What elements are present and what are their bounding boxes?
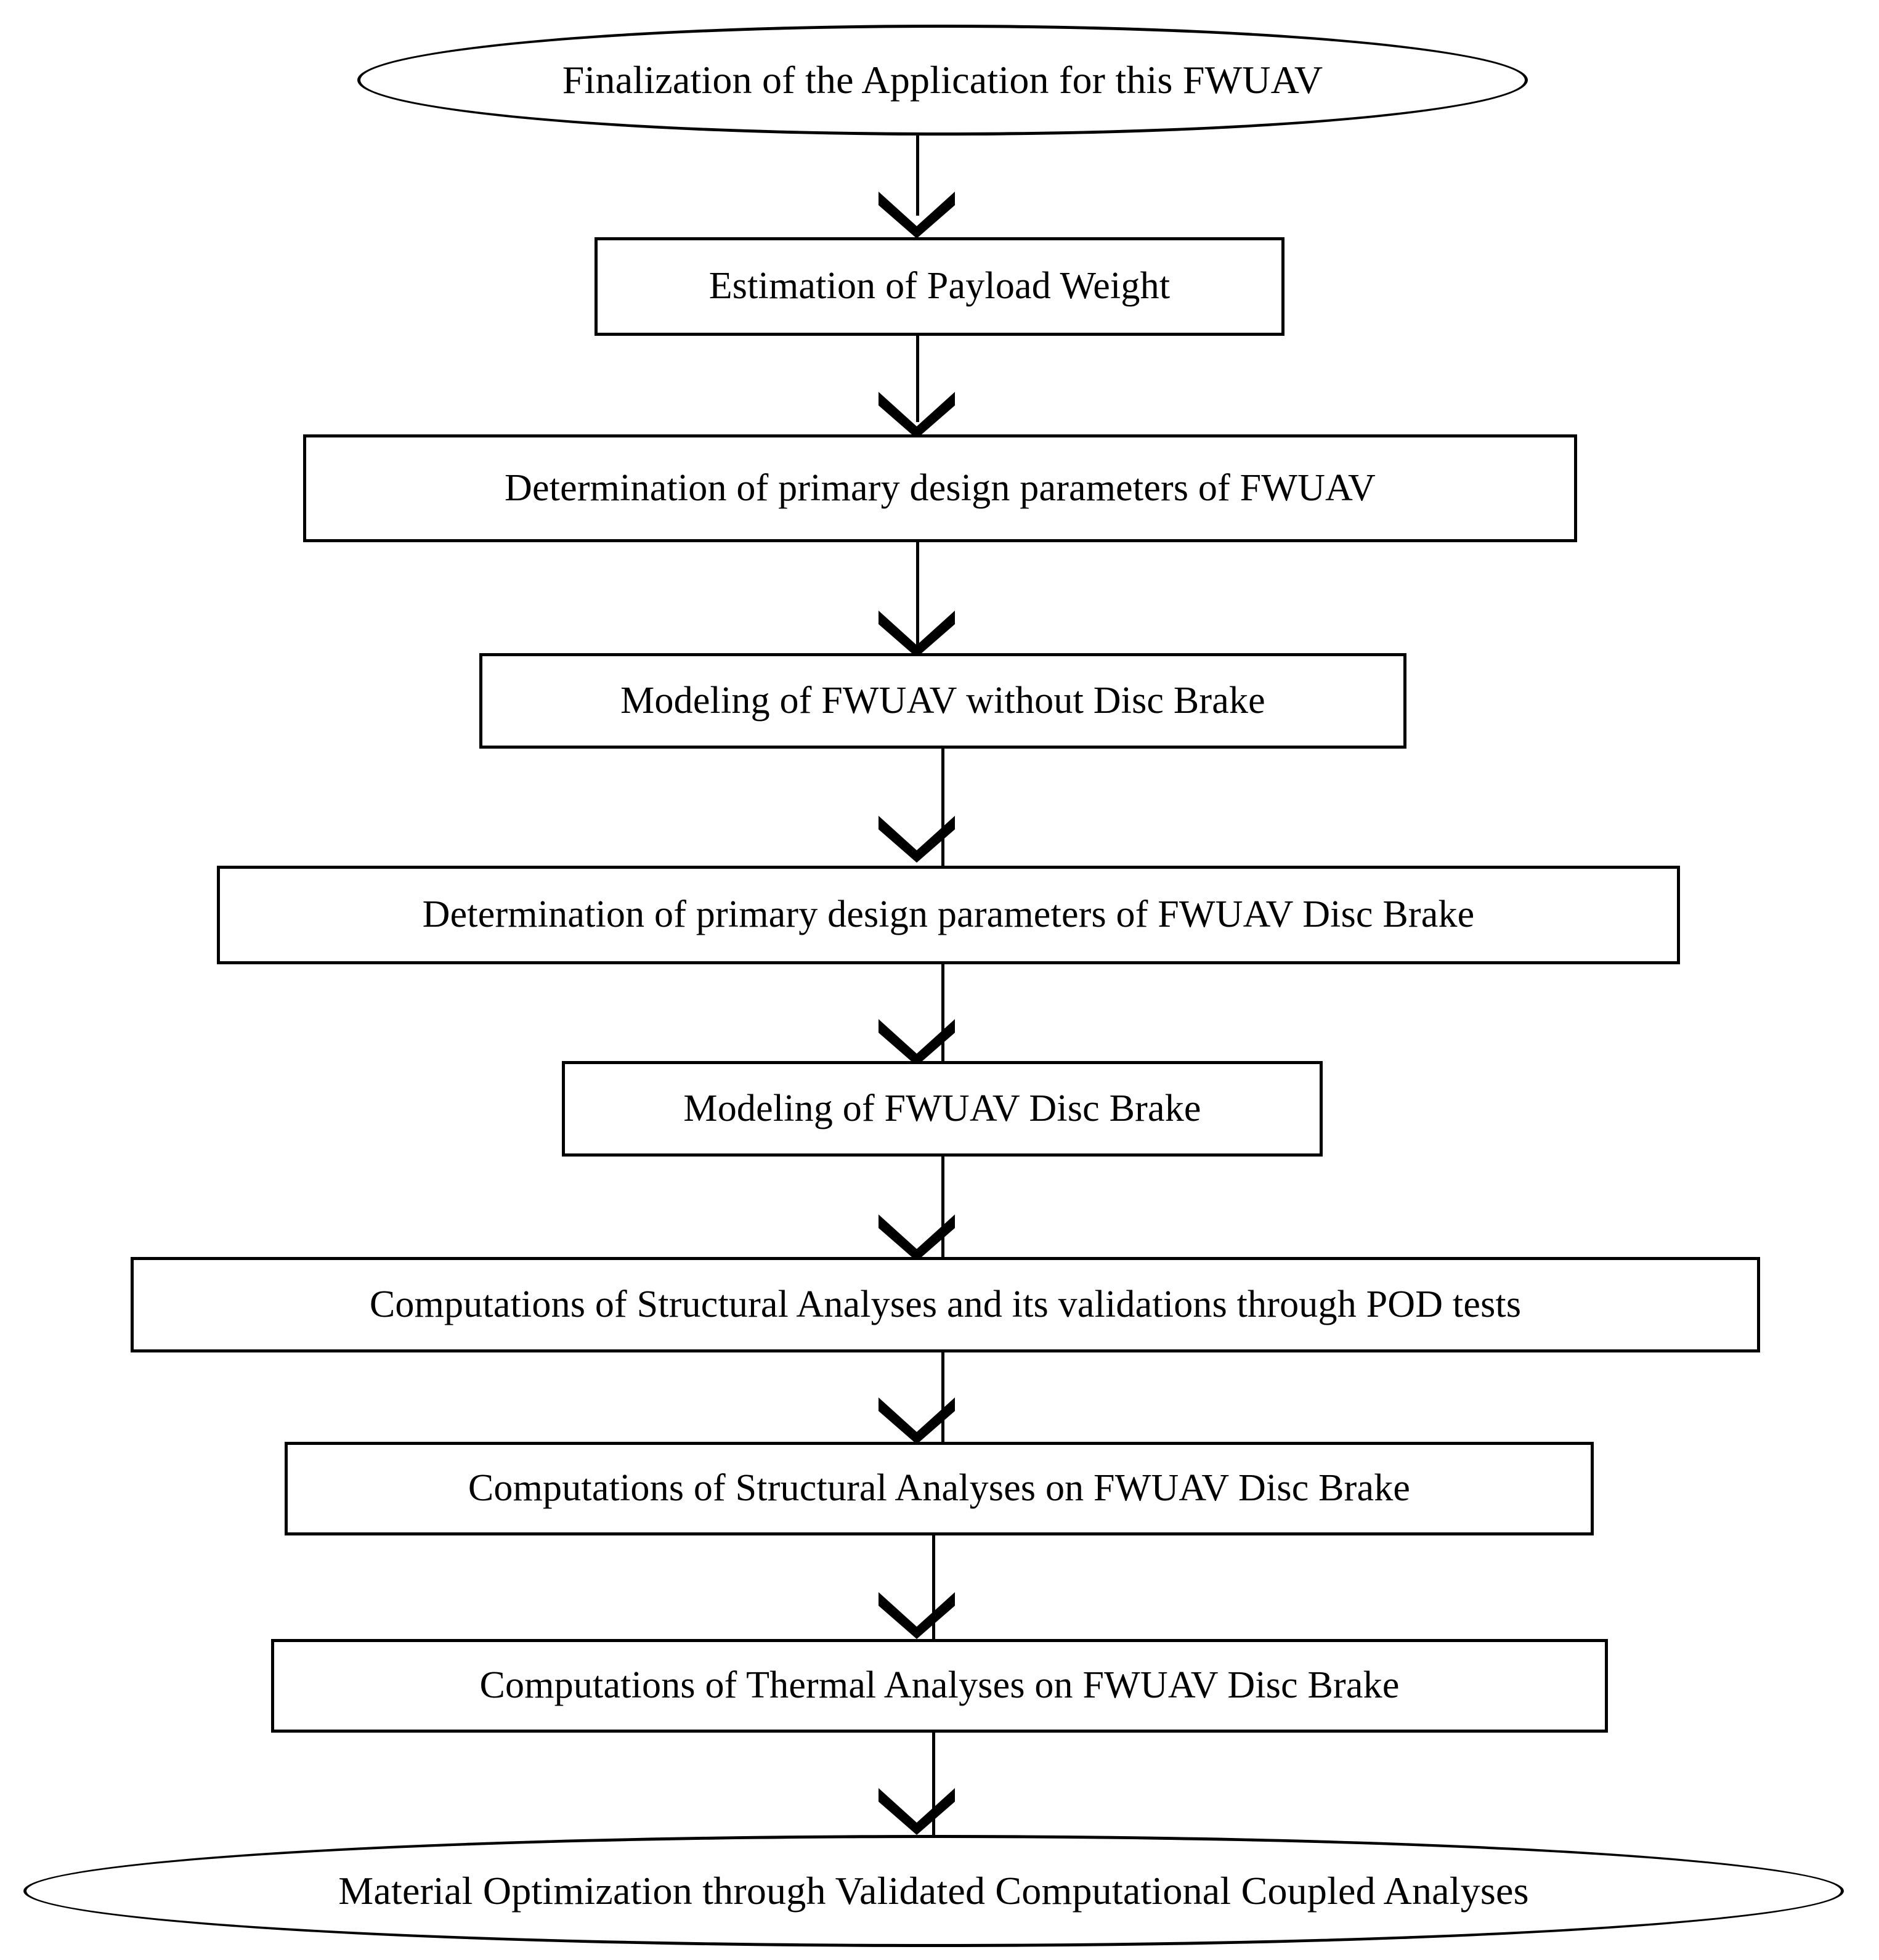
flow-connector-3-line: [916, 542, 919, 656]
flow-connector-2-line: [916, 336, 919, 422]
flow-node-label: Determination of primary design paramete…: [422, 893, 1475, 936]
flow-node-primary-design-parameters-disc-brake[interactable]: Determination of primary design paramete…: [217, 866, 1680, 964]
flow-node-thermal-analyses-on-disc-brake[interactable]: Computations of Thermal Analyses on FWUA…: [271, 1639, 1608, 1733]
flow-node-end-terminator[interactable]: Material Optimization through Validated …: [23, 1835, 1844, 1947]
flow-node-modeling-fwuav-without-disc-brake[interactable]: Modeling of FWUAV without Disc Brake: [479, 653, 1406, 749]
flow-node-modeling-fwuav-disc-brake[interactable]: Modeling of FWUAV Disc Brake: [562, 1061, 1323, 1157]
flow-node-label: Determination of primary design paramete…: [504, 466, 1376, 509]
flow-connector-8-line: [932, 1535, 935, 1640]
flow-connector-5-line: [941, 964, 944, 1066]
flow-node-start-terminator[interactable]: Finalization of the Application for this…: [357, 25, 1528, 136]
flow-node-label: Modeling of FWUAV Disc Brake: [683, 1087, 1201, 1129]
flow-node-label: Material Optimization through Validated …: [338, 1869, 1529, 1913]
flow-connector-7-line: [941, 1352, 944, 1442]
flow-node-label: Computations of Structural Analyses and …: [369, 1283, 1522, 1325]
flow-node-structural-analyses-pod-validation[interactable]: Computations of Structural Analyses and …: [131, 1257, 1760, 1352]
flow-node-structural-analyses-on-disc-brake[interactable]: Computations of Structural Analyses on F…: [285, 1442, 1594, 1535]
flow-node-estimation-of-payload-weight[interactable]: Estimation of Payload Weight: [595, 237, 1284, 336]
flow-node-label: Finalization of the Application for this…: [562, 58, 1323, 102]
flow-node-label: Computations of Thermal Analyses on FWUA…: [479, 1664, 1400, 1707]
flow-node-label: Estimation of Payload Weight: [708, 265, 1171, 307]
flow-node-primary-design-parameters-fwuav[interactable]: Determination of primary design paramete…: [303, 434, 1577, 542]
flow-connector-1-line: [916, 136, 919, 216]
flow-connector-6-line: [941, 1157, 944, 1264]
flow-connector-9-line: [932, 1733, 935, 1837]
flow-connector-4-line: [941, 749, 944, 869]
flow-node-label: Modeling of FWUAV without Disc Brake: [620, 679, 1265, 722]
flow-node-label: Computations of Structural Analyses on F…: [468, 1467, 1411, 1510]
